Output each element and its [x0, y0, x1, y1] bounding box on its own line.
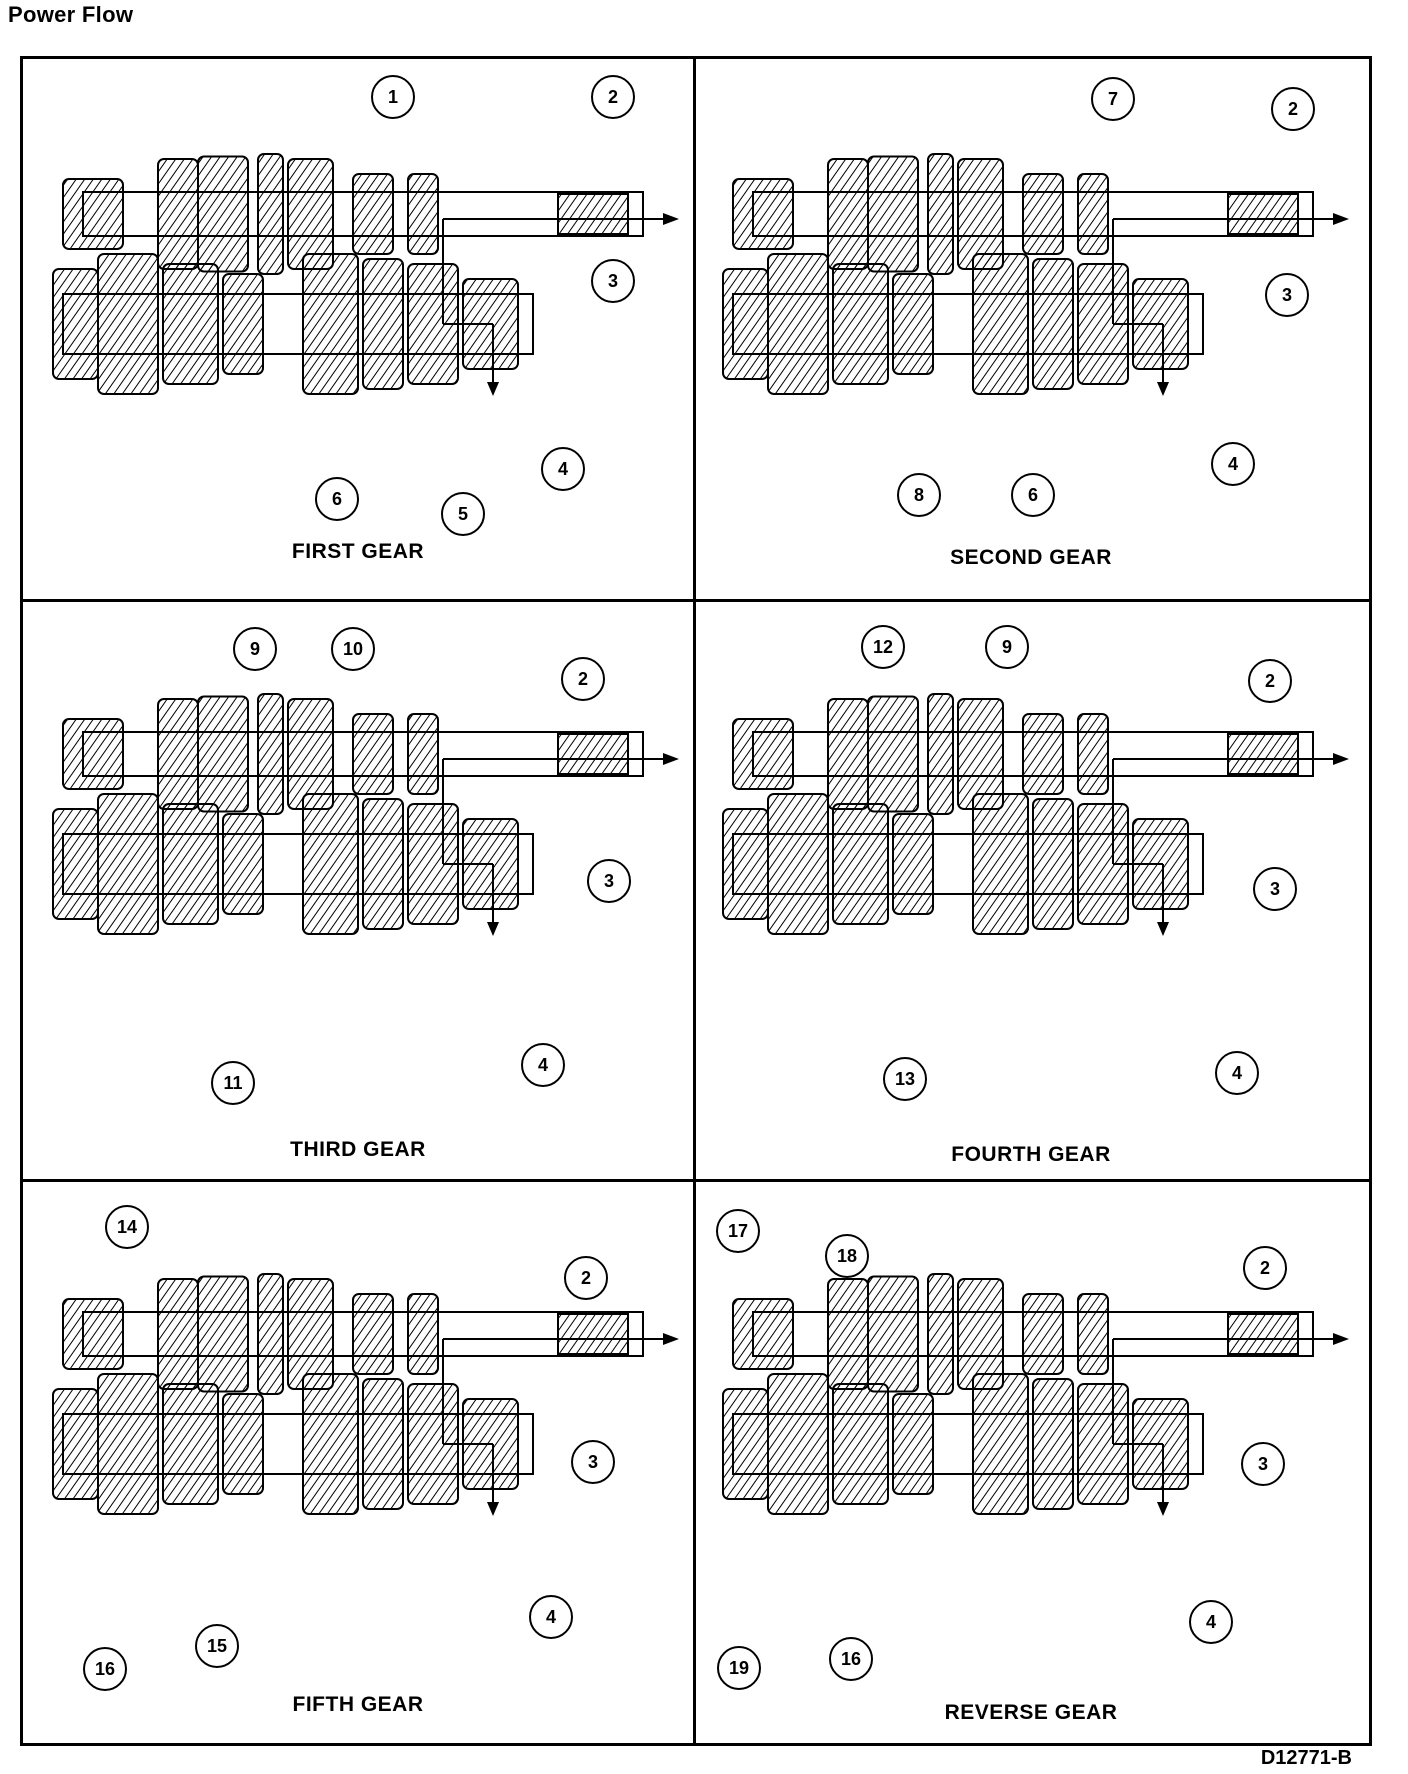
grid-divider-row-2: [23, 1179, 1369, 1182]
gear-illustration: [722, 693, 1349, 936]
callout-18: 18: [825, 1234, 869, 1278]
callout-3: 3: [591, 259, 635, 303]
callout-15: 15: [195, 1624, 239, 1668]
callout-4: 4: [529, 1595, 573, 1639]
page-title: Power Flow: [8, 2, 134, 27]
callout-3: 3: [571, 1440, 615, 1484]
grid-divider-row-1: [23, 599, 1369, 602]
callout-12: 12: [861, 625, 905, 669]
callout-8: 8: [897, 473, 941, 517]
callout-6: 6: [315, 477, 359, 521]
callout-1: 1: [371, 75, 415, 119]
diagram-grid: [20, 56, 1372, 1746]
callout-16: 16: [829, 1637, 873, 1681]
callout-16: 16: [83, 1647, 127, 1691]
gear-illustration: [722, 153, 1349, 396]
callout-2: 2: [561, 657, 605, 701]
callout-5: 5: [441, 492, 485, 536]
callout-4: 4: [1215, 1051, 1259, 1095]
transmission-drawing: [722, 1273, 1349, 1516]
grid-divider-vertical: [693, 59, 696, 1743]
callout-17: 17: [716, 1209, 760, 1253]
callout-4: 4: [1211, 442, 1255, 486]
callout-2: 2: [591, 75, 635, 119]
callout-4: 4: [541, 447, 585, 491]
callout-3: 3: [1253, 867, 1297, 911]
callout-2: 2: [564, 1256, 608, 1300]
callout-4: 4: [521, 1043, 565, 1087]
gear-caption: FIRST GEAR: [291, 540, 425, 563]
callout-9: 9: [985, 625, 1029, 669]
figure-id: D12771-B: [1260, 1747, 1352, 1769]
gear-illustration: [52, 153, 679, 396]
transmission-drawing: [722, 153, 1349, 396]
callout-4: 4: [1189, 1600, 1233, 1644]
callout-3: 3: [1241, 1442, 1285, 1486]
callout-13: 13: [883, 1057, 927, 1101]
callout-2: 2: [1271, 87, 1315, 131]
transmission-drawing: [52, 1273, 679, 1516]
gear-illustration: [722, 1273, 1349, 1516]
callout-9: 9: [233, 627, 277, 671]
transmission-drawing: [52, 693, 679, 936]
callout-19: 19: [717, 1646, 761, 1690]
callout-10: 10: [331, 627, 375, 671]
gear-caption: FIFTH GEAR: [292, 1693, 424, 1716]
gear-caption: FOURTH GEAR: [951, 1143, 1111, 1166]
gear-illustration: [52, 693, 679, 936]
transmission-drawing: [722, 693, 1349, 936]
transmission-drawing: [52, 153, 679, 396]
callout-7: 7: [1091, 77, 1135, 121]
callout-2: 2: [1243, 1246, 1287, 1290]
gear-caption: SECOND GEAR: [950, 546, 1112, 569]
callout-6: 6: [1011, 473, 1055, 517]
gear-caption: REVERSE GEAR: [944, 1701, 1118, 1724]
gear-caption: THIRD GEAR: [290, 1138, 426, 1161]
callout-3: 3: [587, 859, 631, 903]
callout-3: 3: [1265, 273, 1309, 317]
callout-2: 2: [1248, 659, 1292, 703]
callout-11: 11: [211, 1061, 255, 1105]
gear-illustration: [52, 1273, 679, 1516]
callout-14: 14: [105, 1205, 149, 1249]
